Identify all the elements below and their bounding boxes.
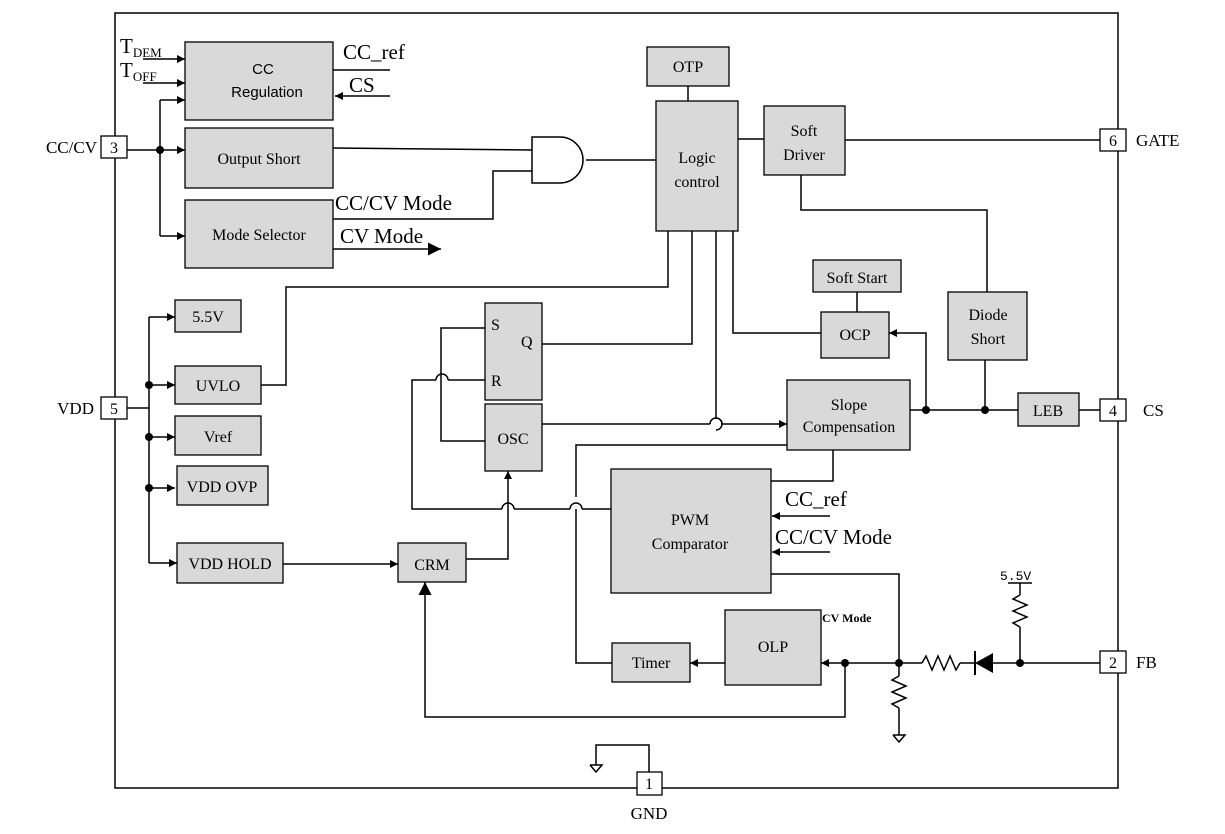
vdd-ovp-block: VDD OVP [176,465,269,506]
svg-text:5: 5 [110,401,118,418]
svg-text:3: 3 [110,140,118,157]
svg-text:Regulation: Regulation [231,84,303,101]
svg-text:OLP: OLP [758,639,788,656]
svg-text:LEB: LEB [1033,403,1063,420]
svg-text:VDD HOLD: VDD HOLD [188,556,271,573]
sr-latch-block: S R Q [484,302,543,401]
svg-text:Timer: Timer [632,655,671,672]
svg-text:Short: Short [971,331,1006,348]
svg-text:1: 1 [645,776,653,793]
slope-compensation-block: Slope Compensation [786,379,911,451]
cc-regulation-block: CC Regulation [184,41,334,121]
leb-block: LEB [1017,392,1080,427]
pin-vdd: 5 VDD [57,396,128,420]
svg-text:control: control [674,174,720,191]
uvlo-block: UVLO [174,365,262,405]
pin-cccv: 3 CC/CV [46,135,128,159]
ocp-block: OCP [820,311,890,359]
vref-block: Vref [174,415,262,456]
svg-text:Diode: Diode [968,307,1007,324]
svg-text:GND: GND [631,804,668,823]
svg-text:Vref: Vref [204,429,233,446]
svg-text:4: 4 [1109,403,1117,420]
cs-in-label: CS [349,73,375,97]
soft-start-block: Soft Start [812,259,902,293]
pwm-comparator-block: PWM Comparator [610,468,772,594]
otp-block: OTP [646,46,730,87]
fb-diode [974,651,993,675]
svg-text:CC: CC [252,61,274,78]
svg-text:OCP: OCP [839,327,870,344]
svg-text:Soft Start: Soft Start [827,270,888,287]
tdem-label: TDEM [120,34,162,60]
diode-short-block: Diode Short [947,291,1028,361]
svg-text:Comparator: Comparator [652,536,729,553]
svg-text:Output Short: Output Short [217,151,301,168]
svg-text:2: 2 [1109,655,1117,672]
svg-text:Q: Q [521,334,533,351]
svg-text:R: R [491,373,502,390]
svg-text:CS: CS [1143,401,1164,420]
junction-dots [145,146,1024,667]
cc-ref-label: CC_ref [343,40,405,64]
svg-text:Slope: Slope [831,397,867,414]
pin-fb: 2 FB [1099,650,1157,674]
olp-block: OLP [724,609,822,686]
wires [127,55,1100,774]
fb-pullup-label: 5.5V [1000,569,1031,584]
crm-block: CRM [397,542,467,583]
svg-text:VDD OVP: VDD OVP [187,479,258,496]
soft-driver-block: Soft Driver [763,105,846,176]
svg-text:OTP: OTP [673,59,703,76]
svg-text:Soft: Soft [791,123,818,140]
pwm-cccv-mode-label: CC/CV Mode [775,525,892,549]
svg-text:Driver: Driver [783,147,825,164]
signal-labels: TDEM TOFF CC_ref CS CC/CV Mode CV Mode C… [120,34,1031,625]
logic-control-block: Logic control [655,100,739,232]
svg-text:6: 6 [1109,133,1117,150]
pwm-cc-ref-label: CC_ref [785,487,847,511]
pin-gate: 6 GATE [1099,128,1179,152]
svg-text:PWM: PWM [671,512,709,529]
svg-text:S: S [491,317,500,334]
svg-text:CC/CV: CC/CV [46,138,98,157]
svg-text:Mode Selector: Mode Selector [212,227,306,244]
pin-cs: 4 CS [1099,398,1164,422]
olp-cv-mode-label: CV Mode [822,611,872,625]
cv-mode-label: CV Mode [340,224,423,248]
osc-block: OSC [484,403,543,472]
toff-label: TOFF [120,58,157,84]
svg-text:FB: FB [1136,653,1157,672]
v55-block: 5.5V [174,299,242,333]
svg-text:GATE: GATE [1136,131,1179,150]
svg-text:5.5V: 5.5V [192,309,224,326]
output-short-block: Output Short [184,127,334,189]
timer-block: Timer [611,642,691,683]
svg-text:Logic: Logic [678,150,715,167]
svg-text:UVLO: UVLO [196,378,240,395]
pin-gnd: 1 GND [631,771,668,823]
svg-text:Compensation: Compensation [803,419,895,436]
cccv-mode-label: CC/CV Mode [335,191,452,215]
and-gate [531,136,584,184]
svg-text:OSC: OSC [497,431,528,448]
svg-text:CRM: CRM [414,557,450,574]
vdd-hold-block: VDD HOLD [176,542,284,584]
mode-selector-block: Mode Selector [184,199,334,269]
svg-text:VDD: VDD [57,399,94,418]
